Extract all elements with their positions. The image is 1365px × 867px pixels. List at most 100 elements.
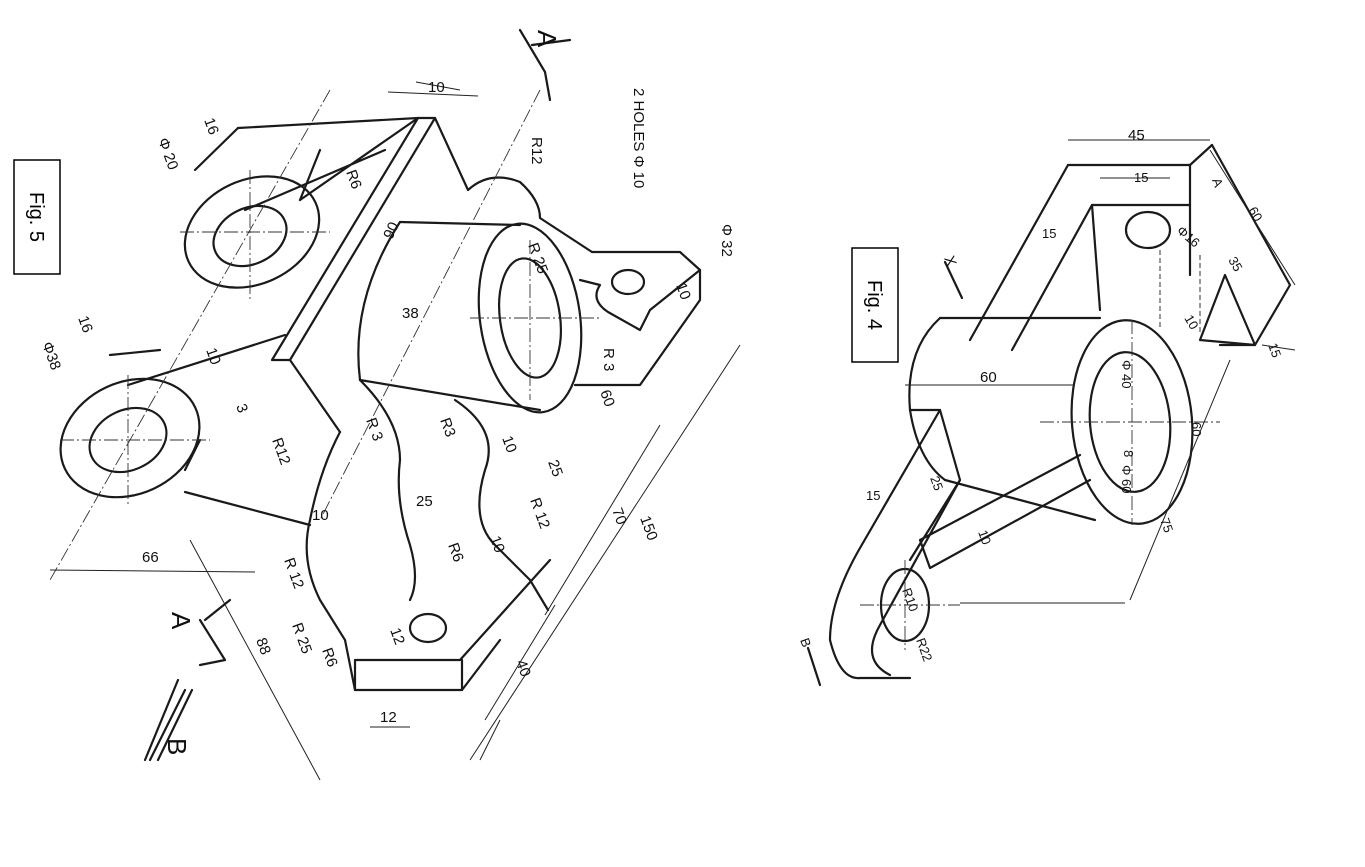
lower-arm bbox=[828, 408, 942, 680]
fig4-dim-10-b: 10 bbox=[975, 528, 994, 547]
view-mark-b: B bbox=[162, 738, 192, 755]
dim-r3-a: R 3 bbox=[600, 348, 617, 371]
dim-r25-b: R 25 bbox=[288, 621, 315, 657]
fig4-section-a: A bbox=[1209, 176, 1226, 190]
dim-25-a: 25 bbox=[416, 493, 433, 510]
fig4-view-arrows bbox=[806, 260, 964, 687]
dim-r6-c: R6 bbox=[318, 646, 341, 670]
dim-r12-a: R12 bbox=[268, 436, 293, 468]
fig4-view-mark-x: X bbox=[940, 254, 959, 269]
right-lug bbox=[578, 250, 702, 332]
dim-phi38: Φ38 bbox=[38, 340, 64, 373]
upper-boss-outer bbox=[183, 175, 321, 289]
dim-88: 88 bbox=[252, 636, 274, 657]
fig5-label-box bbox=[13, 159, 61, 275]
lower-arm-inner bbox=[870, 408, 962, 677]
dim-r12-top: R12 bbox=[528, 137, 545, 165]
dim-150: 150 bbox=[636, 514, 661, 543]
main-cylinder-back bbox=[357, 220, 402, 382]
fig4-dim-15-c: 15 bbox=[1265, 341, 1284, 360]
top-frame-window bbox=[1198, 273, 1257, 347]
top-frame bbox=[968, 143, 1214, 352]
dim-10-f: 10 bbox=[486, 534, 508, 555]
web-wave-left bbox=[358, 378, 417, 602]
fig4-centre-lines bbox=[860, 320, 1220, 650]
dim-r3-c: R3 bbox=[436, 416, 459, 440]
top-block-hole bbox=[1124, 210, 1172, 250]
dim-r6-a: R6 bbox=[342, 168, 365, 192]
dim-25-b: 25 bbox=[544, 458, 566, 479]
dim-12-a: 12 bbox=[386, 626, 408, 647]
dim-r12-b: R 12 bbox=[526, 496, 553, 532]
fig4-dim-35: 35 bbox=[1225, 254, 1245, 274]
dim-lines-right bbox=[469, 344, 741, 761]
big-cylinder-face bbox=[1070, 319, 1194, 525]
right-lug-side bbox=[573, 268, 702, 387]
fig4-dim-r10: R10 bbox=[899, 586, 921, 614]
dim-lines-left bbox=[49, 539, 410, 781]
dim-r12-c: R 12 bbox=[280, 556, 307, 592]
dim-66: 66 bbox=[142, 549, 159, 566]
dim-16-b: 16 bbox=[74, 314, 96, 335]
fig4-dim-r22: R22 bbox=[913, 636, 935, 664]
fig4-label: Fig. 4 bbox=[863, 280, 885, 330]
fig4-dim-lines bbox=[905, 139, 1296, 604]
dim-12-b: 12 bbox=[380, 709, 397, 726]
top-frame-right bbox=[1188, 143, 1292, 347]
centre-lines bbox=[60, 170, 600, 505]
fig4-dim-60-a: 60 bbox=[1245, 204, 1265, 224]
dim-10-b: 10 bbox=[202, 346, 224, 367]
fig4-dim-25: 25 bbox=[927, 474, 946, 493]
top-block bbox=[1090, 203, 1192, 312]
fig4-dim-75: 75 bbox=[1157, 516, 1176, 535]
view-arrows bbox=[143, 598, 232, 762]
dim-90: 90 bbox=[380, 219, 402, 241]
lower-boss-side bbox=[108, 348, 202, 472]
dim-r6-b: R6 bbox=[444, 541, 467, 565]
fig4-dim-phi16: Φ16 bbox=[1174, 223, 1203, 250]
foot-hole bbox=[408, 612, 448, 644]
fig5-drawing: Fig. 5 bbox=[13, 28, 741, 781]
dim-line-top bbox=[387, 81, 479, 97]
holes-note: 2 HOLES Φ 10 bbox=[630, 88, 647, 188]
section-marks bbox=[198, 28, 572, 667]
fig4-section-b: B bbox=[797, 636, 814, 649]
fig4-dim-45: 45 bbox=[1128, 127, 1145, 144]
fig4-dim-phi60: Φ 60 bbox=[1119, 465, 1134, 493]
upper-boss-hole bbox=[212, 204, 288, 268]
fig4-dim-15-d: 15 bbox=[866, 488, 880, 503]
dim-3: 3 bbox=[232, 402, 251, 416]
big-cylinder-bore bbox=[1088, 351, 1172, 493]
lower-boss-outer bbox=[59, 377, 201, 499]
fig4-dim-60-c: 60 bbox=[1189, 422, 1204, 436]
dim-38: 38 bbox=[402, 305, 419, 322]
main-cylinder-bore bbox=[498, 257, 562, 379]
dim-phi32: Φ 32 bbox=[718, 224, 735, 257]
lug-hole bbox=[610, 268, 646, 296]
fig4-hidden-lines bbox=[1159, 250, 1201, 335]
rib bbox=[908, 453, 1092, 570]
dim-10-d: 10 bbox=[498, 434, 520, 455]
foot-block bbox=[353, 558, 552, 692]
fig4-dim-15-a: 15 bbox=[1134, 170, 1148, 185]
base-spine bbox=[270, 116, 437, 362]
fig4-dim-8: 8 bbox=[1121, 450, 1136, 457]
spine-bottom bbox=[288, 358, 342, 434]
fig4-dim-phi40: Φ 40 bbox=[1119, 360, 1134, 388]
dim-r3-b: R 3 bbox=[362, 416, 386, 444]
fig4-dim-10-a: 10 bbox=[1181, 312, 1201, 332]
lower-boss-hole bbox=[88, 406, 168, 474]
dim-16-a: 16 bbox=[200, 116, 222, 137]
section-mark-bottom: A bbox=[166, 612, 196, 630]
dim-10-c: 10 bbox=[672, 281, 694, 302]
dim-phi20: Φ 20 bbox=[154, 136, 181, 173]
dim-60: 60 bbox=[596, 388, 618, 409]
upper-boss-side bbox=[193, 126, 322, 202]
web-bottom-edge bbox=[305, 430, 502, 692]
fig4-label-box bbox=[851, 247, 899, 363]
big-cylinder-generators bbox=[938, 316, 1102, 522]
lower-rib bbox=[126, 333, 312, 527]
web-top-edge bbox=[433, 116, 594, 254]
axis-lines bbox=[49, 89, 541, 581]
